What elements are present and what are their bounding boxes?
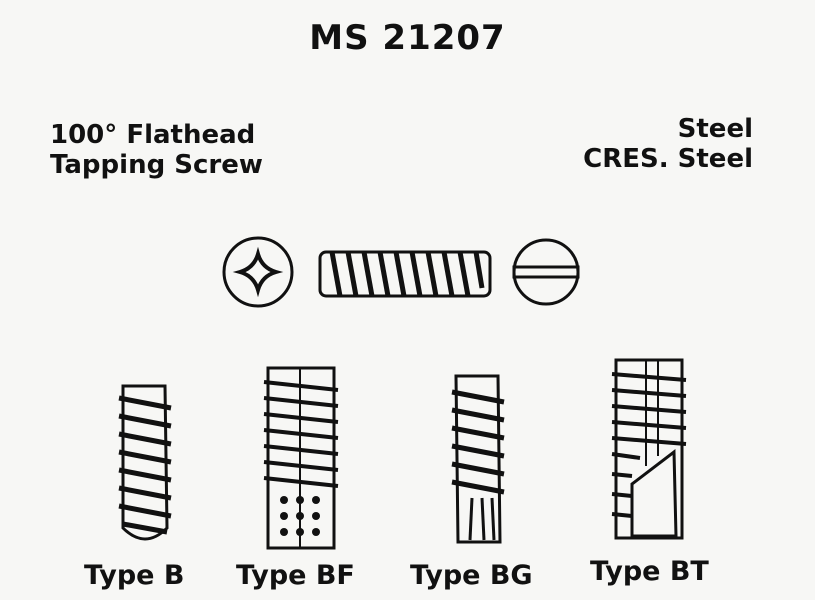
material-list: Steel CRES. Steel (583, 114, 753, 174)
material-line-1: Steel (677, 114, 753, 144)
type-bf-label: Type BF (236, 560, 355, 591)
product-description: 100° Flathead Tapping Screw (50, 120, 263, 180)
slotted-head-icon (512, 238, 580, 306)
thread-side-view-icon (318, 250, 492, 298)
document-title: MS 21207 (309, 18, 506, 58)
material-line-2: CRES. Steel (583, 144, 753, 174)
type-bg-label: Type BG (410, 560, 533, 591)
description-line-1: 100° Flathead (50, 120, 256, 150)
type-bg-screw-icon (448, 370, 508, 548)
type-bf-screw-icon (262, 364, 340, 552)
type-bt-label: Type BT (590, 556, 709, 587)
description-line-2: Tapping Screw (50, 150, 263, 180)
screw-head-views (220, 232, 600, 312)
type-b-screw-icon (115, 378, 175, 553)
type-bt-screw-icon (610, 356, 688, 542)
phillips-head-icon (222, 236, 294, 308)
type-b-label: Type B (84, 560, 185, 591)
